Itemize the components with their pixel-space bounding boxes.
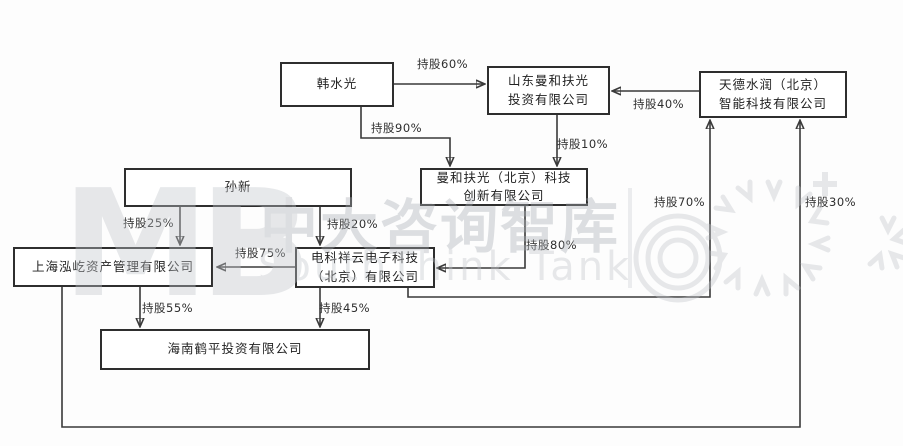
- node-label: 海南鹤平投资有限公司: [167, 341, 303, 357]
- node-label: 曼和扶光（北京）科技 创新有限公司: [436, 169, 572, 203]
- edge-han-to-manhebj: [360, 107, 450, 165]
- edge-dianke-to-tiande: [407, 121, 710, 298]
- edge-label-60: 持股60%: [417, 57, 469, 71]
- edge-manhebj-to-dianke: [438, 205, 526, 268]
- edge-label-55: 持股55%: [142, 301, 194, 315]
- edge-label-45: 持股45%: [319, 301, 371, 315]
- edge-shanghai-to-tiande: [61, 121, 800, 428]
- node-manhe-beijing: 曼和扶光（北京）科技 创新有限公司: [420, 168, 588, 206]
- edge-label-20: 持股20%: [327, 217, 379, 231]
- node-label: 上海泓屹资产管理有限公司: [31, 258, 194, 274]
- edge-label-75: 持股75%: [235, 246, 287, 260]
- node-tiande-shuirun: 天德水润（北京） 智能科技有限公司: [699, 71, 847, 118]
- node-sun-xin: 孙新: [124, 168, 352, 207]
- node-label: 天德水润（北京） 智能科技有限公司: [718, 77, 827, 111]
- edge-label-80: 持股80%: [526, 238, 578, 252]
- node-shanghai-hongyi: 上海泓屹资产管理有限公司: [13, 247, 213, 287]
- edge-label-70: 持股70%: [654, 195, 706, 209]
- node-dianke-xiangyun: 电科祥云电子科技 （北京）有限公司: [295, 247, 435, 288]
- node-label: 韩水光: [316, 76, 358, 92]
- edge-label-10: 持股10%: [557, 137, 609, 151]
- edge-label-40: 持股40%: [633, 97, 685, 111]
- node-label: 孙新: [224, 179, 252, 195]
- node-han-shuiguang: 韩水光: [280, 62, 394, 107]
- edge-label-25: 持股25%: [123, 216, 175, 230]
- node-shandong-manhe: 山东曼和扶光 投资有限公司: [487, 66, 610, 115]
- node-label: 山东曼和扶光 投资有限公司: [507, 73, 589, 107]
- edge-label-90: 持股90%: [371, 121, 423, 135]
- node-label: 电科祥云电子科技 （北京）有限公司: [310, 250, 419, 284]
- node-hainan-heping: 海南鹤平投资有限公司: [100, 329, 370, 370]
- edge-label-30: 持股30%: [805, 195, 857, 209]
